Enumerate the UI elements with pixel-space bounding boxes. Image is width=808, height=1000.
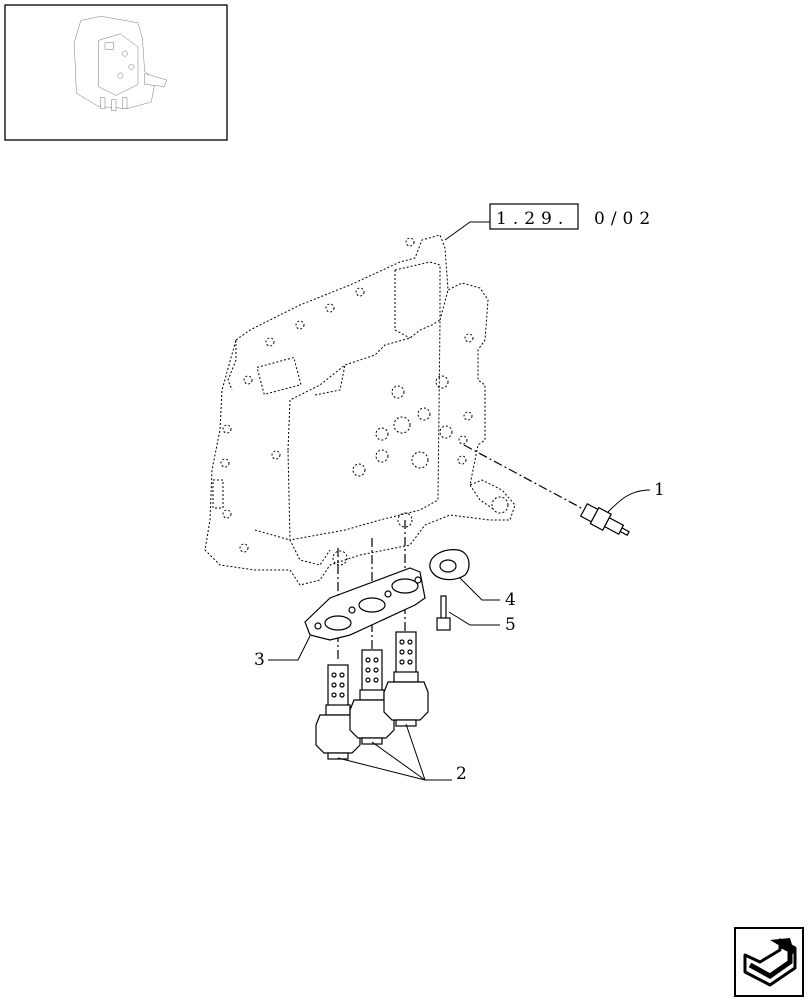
callout-label-5: 5 bbox=[505, 615, 516, 635]
reference-suffix-text: 0/02 bbox=[594, 209, 656, 229]
assembly-thumbnail-icon[interactable] bbox=[4, 4, 228, 141]
part-5-screw[interactable]: 5 bbox=[436, 595, 516, 635]
solenoid-valve bbox=[383, 631, 429, 727]
callout-label-3: 3 bbox=[254, 650, 265, 670]
part-1-sensor[interactable]: 1 bbox=[463, 444, 665, 541]
next-page-arrow-icon[interactable] bbox=[734, 927, 804, 997]
part-2-solenoid-valves[interactable]: 2 bbox=[315, 631, 467, 784]
solenoid-valve bbox=[315, 664, 361, 760]
part-4-small-gasket[interactable]: 4 bbox=[429, 549, 516, 610]
callout-label-1: 1 bbox=[654, 480, 665, 500]
callout-label-4: 4 bbox=[505, 590, 516, 610]
callout-label-2: 2 bbox=[456, 764, 467, 784]
reference-boxed-text: 1.29. bbox=[496, 209, 569, 229]
transmission-housing bbox=[204, 234, 516, 586]
reference-callout[interactable]: 1.29. 0/02 bbox=[444, 203, 656, 241]
part-3-gasket-plate[interactable]: 3 bbox=[254, 520, 426, 670]
